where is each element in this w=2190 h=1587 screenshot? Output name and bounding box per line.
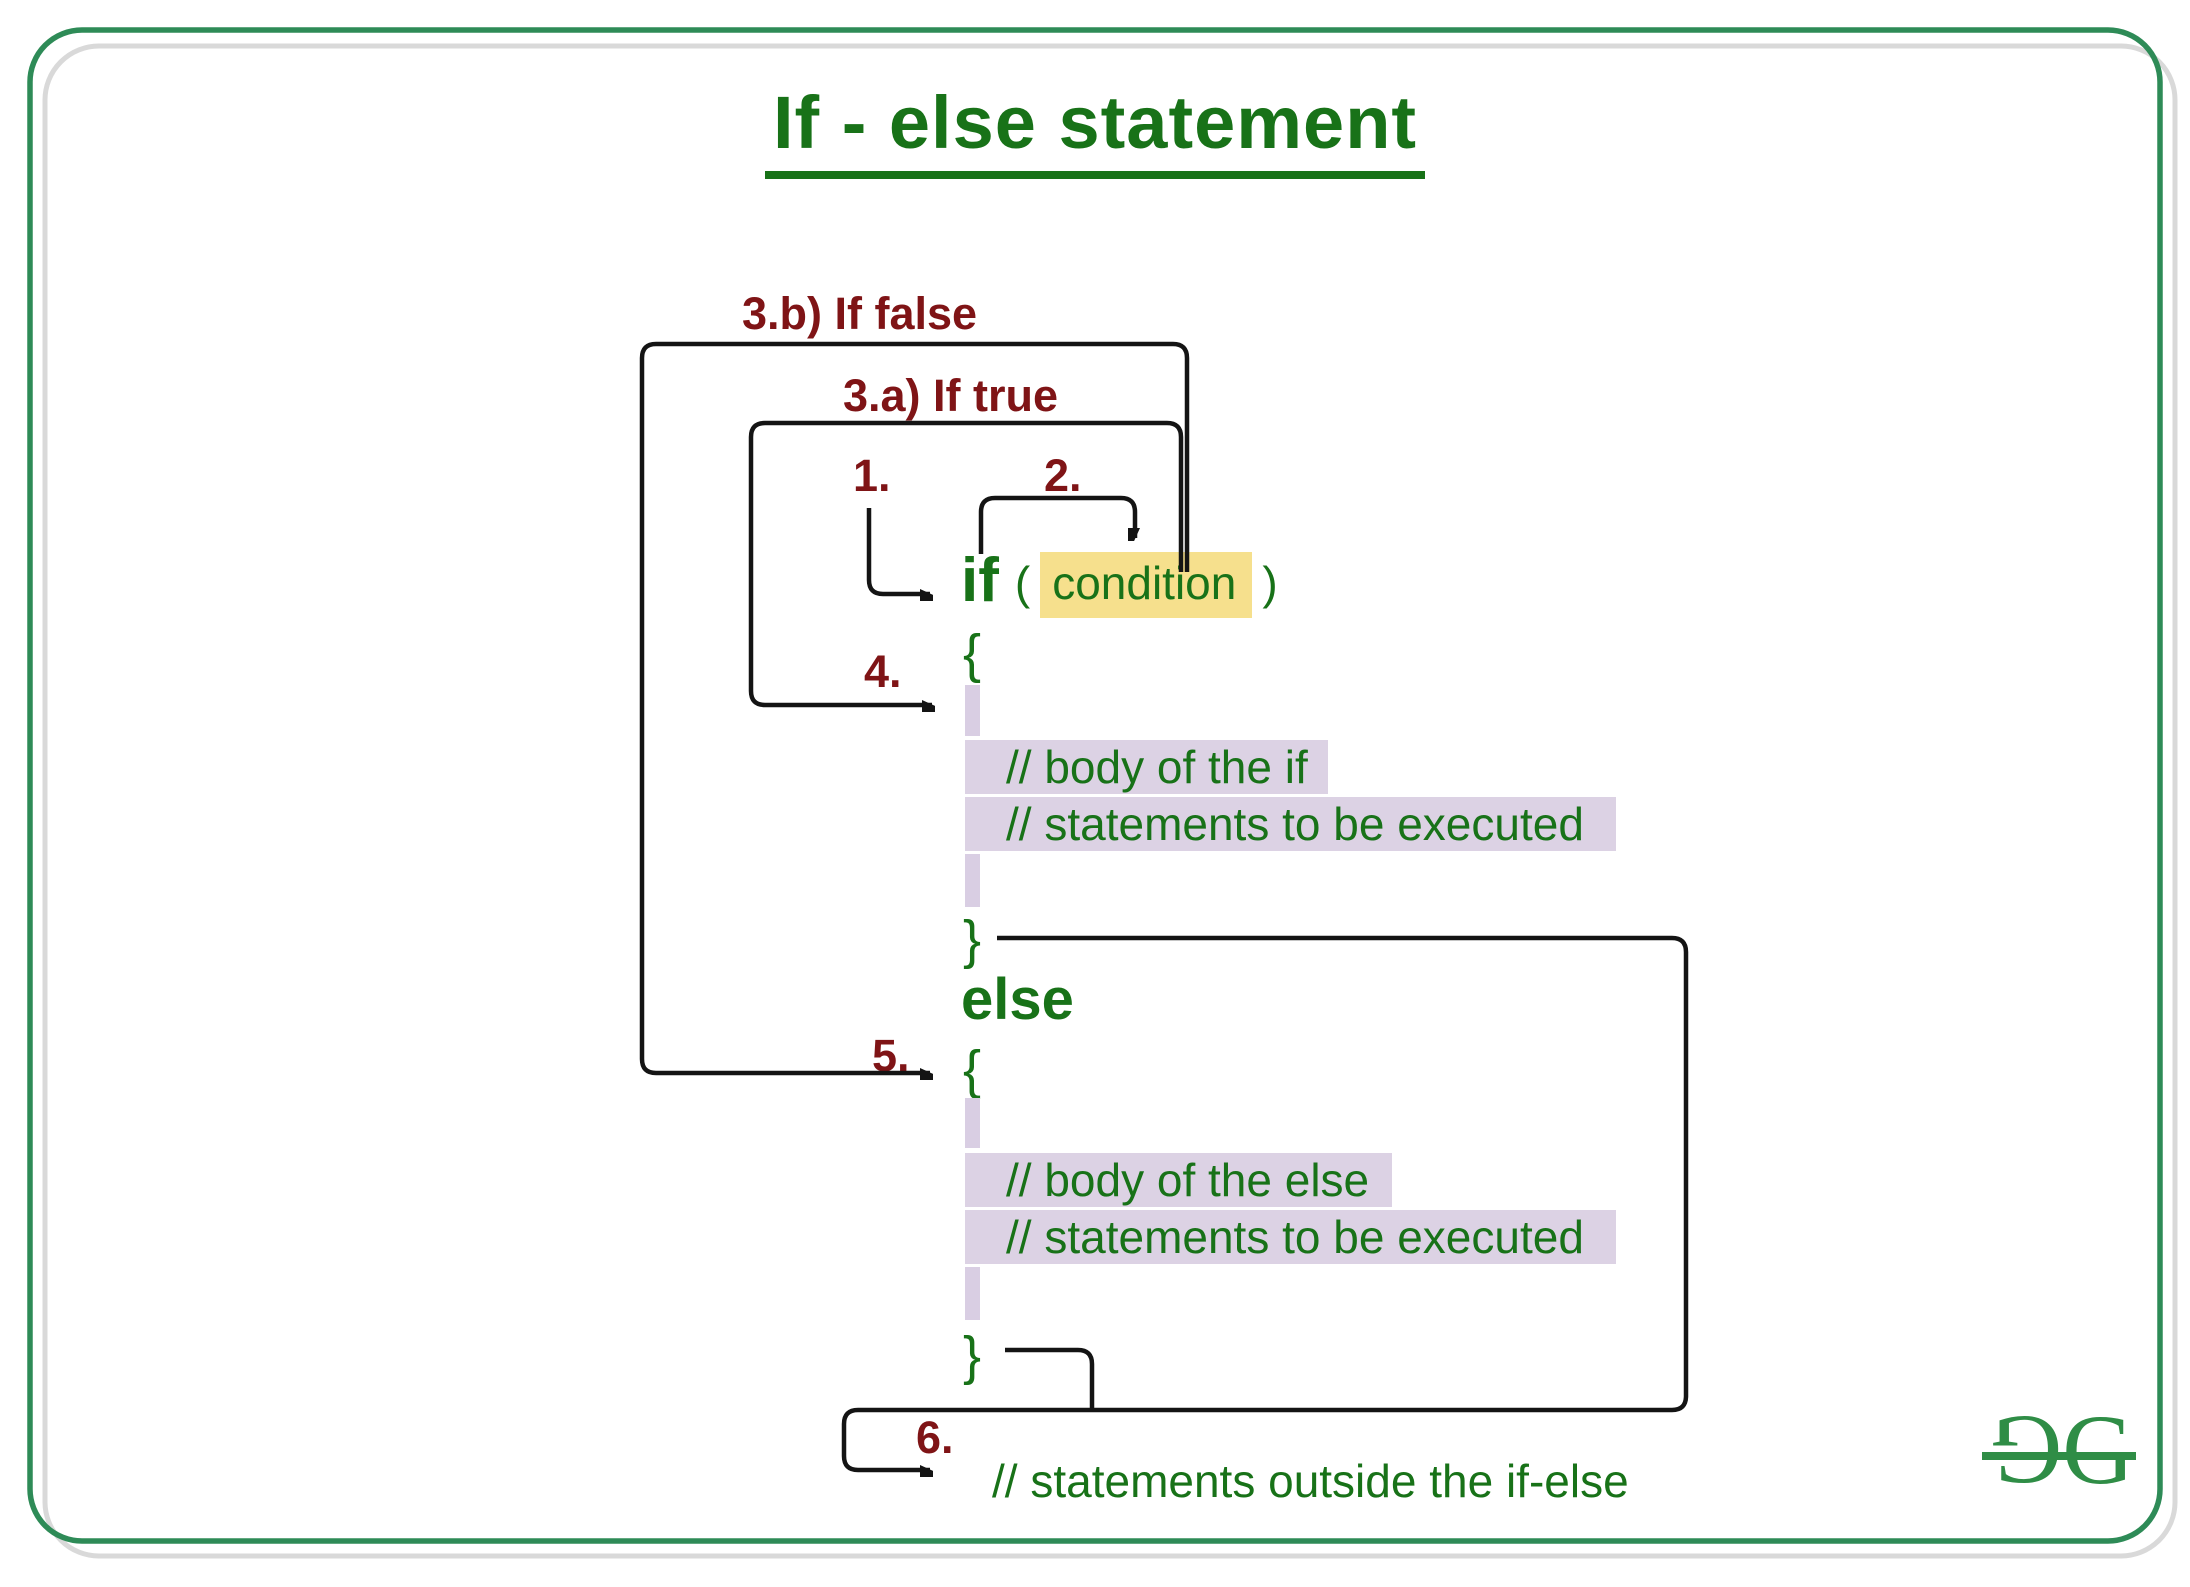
condition-highlight: condition: [1040, 552, 1253, 618]
else-body-comment-1: // body of the else: [1006, 1154, 1370, 1206]
code-line-else-body-1: // body of the else: [965, 1153, 1392, 1207]
label-step-3a-if-true: 3.a) If true: [843, 370, 1059, 421]
label-step-5: 5.: [872, 1030, 910, 1081]
label-step-2: 2.: [1044, 450, 1082, 501]
if-open-brace: {: [963, 624, 982, 684]
if-body-comment-2: // statements to be executed: [1006, 798, 1584, 850]
title-container: If - else statement: [0, 80, 2190, 179]
code-line-else-body-2: // statements to be executed: [965, 1210, 1616, 1264]
logo-letter-g: G: [2062, 1394, 2135, 1505]
empty-line-highlight: [965, 1267, 980, 1320]
label-step-1: 1.: [853, 450, 891, 501]
page-title: If - else statement: [764, 80, 1426, 179]
else-open-brace: {: [963, 1040, 982, 1100]
arrow-step-1: [866, 508, 930, 594]
code-line-outside: // statements outside the if-else: [992, 1455, 1629, 1507]
arrow-step-3b-if-false: [639, 341, 1190, 1073]
code-line-if-body-1: // body of the if: [965, 740, 1328, 794]
else-keyword: else: [961, 967, 1074, 1032]
if-close-brace: }: [963, 910, 982, 970]
arrow-step-2: [978, 495, 1135, 554]
label-step-4: 4.: [864, 646, 902, 697]
empty-line-highlight: [965, 685, 980, 736]
label-step-3b-if-false: 3.b) If false: [742, 288, 978, 339]
else-body-comment-2: // statements to be executed: [1006, 1211, 1584, 1263]
logo-letter-g-flipped: G: [1990, 1395, 2063, 1506]
logo-crossbar: [1982, 1452, 2136, 1460]
close-paren: ): [1262, 557, 1278, 609]
geeksforgeeks-logo: GG: [1982, 1394, 2140, 1506]
code-line-if-condition: if(condition): [961, 550, 1282, 618]
if-keyword: if: [961, 546, 999, 615]
open-paren: (: [1014, 557, 1031, 609]
if-body-comment-1: // body of the if: [1006, 741, 1308, 793]
code-line-if-body-2: // statements to be executed: [965, 797, 1616, 851]
connector-else-close: [1005, 1347, 1095, 1408]
empty-line-highlight: [965, 854, 980, 907]
label-step-6: 6.: [916, 1412, 954, 1463]
empty-line-highlight: [965, 1098, 980, 1148]
else-close-brace: }: [963, 1326, 982, 1386]
